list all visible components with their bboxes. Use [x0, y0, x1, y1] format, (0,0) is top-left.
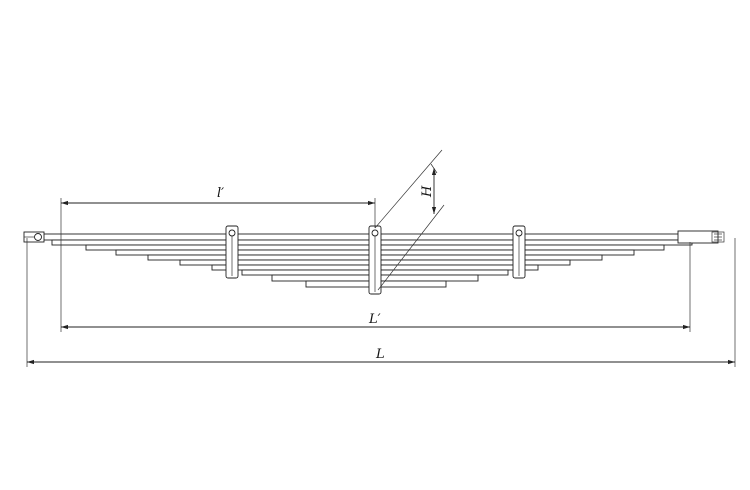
- right-clamp: [512, 225, 526, 279]
- label-L: L: [375, 347, 385, 362]
- camber-construction: [374, 149, 445, 291]
- label-L-prime: L′: [368, 312, 381, 327]
- left-clamp: [225, 225, 239, 279]
- right-eye: [677, 230, 725, 244]
- left-eye: [23, 231, 45, 243]
- dimension-L-prime: [60, 242, 691, 332]
- label-H: H: [420, 185, 435, 198]
- label-l-prime: l′: [217, 186, 224, 201]
- center-bolt: [368, 225, 382, 295]
- dimension-L: [26, 238, 736, 367]
- dimension-l-prime: [60, 198, 376, 242]
